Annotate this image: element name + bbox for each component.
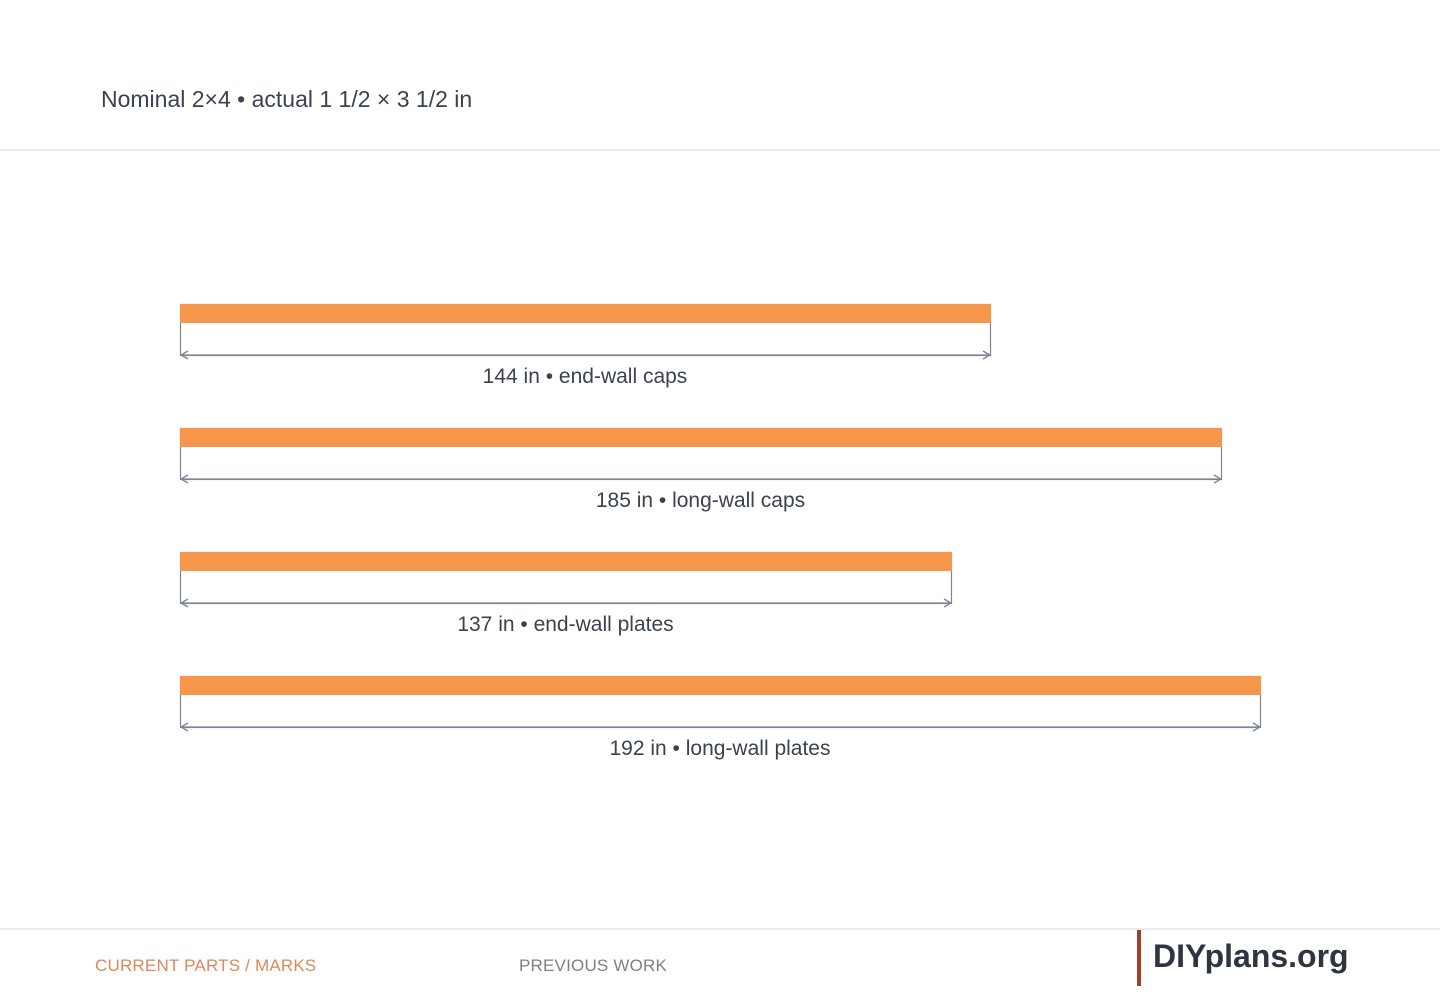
dimension-label: 185 in • long-wall caps [596,489,805,512]
board-row: 144 in • end-wall caps [179,303,992,388]
board-strip [180,304,991,323]
board-row: 192 in • long-wall plates [179,675,1262,760]
arrow-left-icon [179,722,189,732]
header: Nominal 2×4 • actual 1 1/2 × 3 1/2 in [0,0,1440,151]
dimension-label: 192 in • long-wall plates [610,737,831,760]
arrow-right-icon [982,350,992,360]
board-row: 185 in • long-wall caps [179,427,1223,512]
brand-name: DIYplans.org [1153,938,1349,974]
board-strip [180,676,1261,695]
brand-logo[interactable]: DIYplans.org [1137,930,1349,986]
arrow-right-icon [943,598,953,608]
cut-list-diagram: 144 in • end-wall caps 185 in • long-wall… [179,303,1262,760]
arrow-left-icon [179,474,189,484]
nav-current-parts-marks[interactable]: CURRENT PARTS / MARKS [95,956,317,975]
dimension-label: 137 in • end-wall plates [457,613,673,636]
arrow-left-icon [179,350,189,360]
footer: CURRENT PARTS / MARKS PREVIOUS WORK DIYp… [0,928,1440,1002]
arrow-right-icon [1213,474,1223,484]
board-strip [180,428,1222,447]
board-strip [180,552,952,571]
arrow-right-icon [1252,722,1262,732]
dimension-label: 144 in • end-wall caps [483,365,688,388]
nav-previous-work[interactable]: PREVIOUS WORK [519,956,668,975]
board-row: 137 in • end-wall plates [179,551,953,636]
page-title: Nominal 2×4 • actual 1 1/2 × 3 1/2 in [101,86,473,112]
arrow-left-icon [179,598,189,608]
